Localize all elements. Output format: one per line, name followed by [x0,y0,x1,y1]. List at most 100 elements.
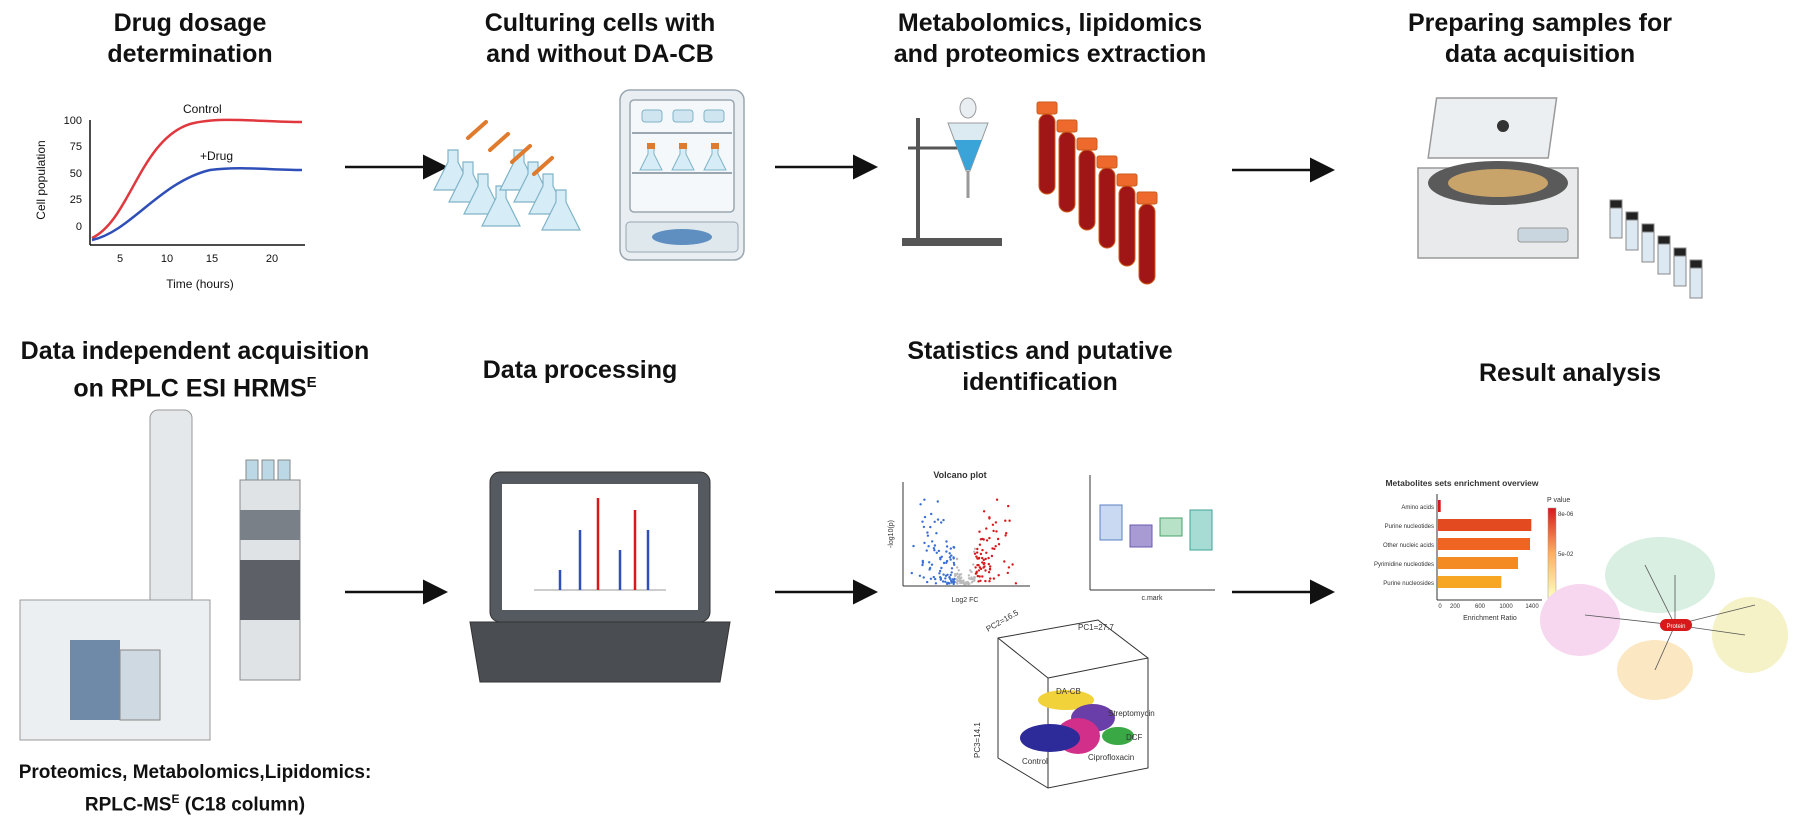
volcano-point [937,549,941,553]
volcano-point [977,580,980,583]
volcano-point [952,582,955,586]
volcano-point [981,556,984,560]
step1-title: Drug dosage determination [60,8,320,70]
centrifuge-icon [1417,97,1579,259]
volcano-point [973,576,977,579]
volcano-point [953,577,956,581]
volcano-point [988,580,991,583]
volcano-point [940,566,943,570]
volcano-point [988,536,991,540]
volcano-point [973,579,976,582]
cluster-pink [1540,584,1620,656]
drug-curve [91,166,303,242]
volcano-point [921,561,925,564]
step8-title-text: Result analysis [1478,359,1662,387]
enrichment-title: Metabolites sets enrichment overview [1385,478,1538,488]
volcano-point [1003,560,1006,563]
volcano-point [997,543,1001,546]
volcano-point [939,569,942,573]
volcano-point [928,561,931,564]
caption-line2a: RPLC-MS [84,794,172,816]
step5-title-sup: E [306,374,317,391]
step2-title-line1: Culturing cells with [484,9,716,37]
volcano-point [979,538,983,541]
ytick-50: 50 [70,168,82,180]
volcano-point [921,559,924,563]
enrich-xtick-2: 600 [1475,604,1486,610]
enrichment-bar [1438,538,1530,550]
vial-2 [1625,211,1639,251]
volcano-point [982,510,986,513]
volcano-point [989,577,992,580]
volcano-point [933,549,936,552]
volcano-point [1005,532,1008,535]
volcano-point [957,569,960,572]
volcano-point [930,512,933,516]
enrich-xtick-4: 1400 [1525,604,1539,610]
xtick-5: 5 [117,253,123,265]
volcano-point [942,561,946,565]
volcano-point [945,559,949,563]
volcano-point [942,518,945,522]
step3-title-line2: and proteomics extraction [893,40,1207,68]
growth-chart: 100 75 50 25 0 5 10 15 20 Time (hours) C… [34,102,305,291]
volcano-point [950,567,954,570]
volcano-point [990,554,994,558]
step2-title-line2: and without DA-CB [486,40,714,68]
enrichment-bar [1438,576,1502,588]
volcano-point [945,540,948,543]
volcano-point [978,530,981,533]
step7-title-line2: identification [962,368,1118,396]
volcano-point [984,557,987,561]
pipette-4 [532,156,554,176]
volcano-point [955,578,958,581]
volcano-point [979,552,983,556]
volcano-point [973,550,976,553]
volcano-point [991,547,994,550]
volcano-point [932,575,935,579]
growth-xticks: 5 10 15 20 [117,253,278,265]
volcano-point [970,570,973,574]
ytick-75: 75 [70,141,82,153]
step4-title-line1: Preparing samples for [1408,9,1672,37]
volcano-point [945,545,949,548]
sample-vials [1609,199,1703,299]
volcano-point [952,580,955,583]
volcano-point [934,582,938,585]
vial-4 [1657,235,1671,275]
pca-group-dcf: DCF [1126,733,1143,742]
volcano-point [977,569,981,572]
volcano-point [956,582,959,585]
volcano-point [939,578,942,581]
pca-axis2: PC2=16.5 [985,608,1021,634]
volcano-point [919,503,922,506]
tube-5 [1116,173,1138,267]
pca-group-control: Control [1022,757,1048,766]
step1-title-line1: Drug dosage [113,9,267,37]
volcano-point [960,576,963,579]
cluster-yellow [1712,597,1788,673]
volcano-point [987,571,991,574]
volcano-ylabel: -log10(p) [888,520,895,548]
volcano-point [958,574,961,578]
volcano-point [1004,519,1007,522]
legend-control: Control [183,102,222,116]
volcano-point [1007,566,1011,569]
volcano-point [979,579,982,582]
step8-title: Result analysis [1420,358,1720,389]
volcano-point [992,577,996,580]
volcano-point [948,576,951,579]
culture-flasks [433,120,581,231]
volcano-point [922,576,925,579]
volcano-point [988,517,991,520]
incubator-icon [619,89,745,261]
volcano-point [1006,571,1009,575]
volcano-point [923,498,926,501]
ytick-25: 25 [70,194,82,206]
volcano-point [1004,534,1007,537]
volcano-point [982,558,985,562]
xtick-10: 10 [161,253,173,265]
volcano-point [952,546,956,549]
volcano-point [981,575,984,578]
enrich-xtick-1: 200 [1450,604,1461,610]
